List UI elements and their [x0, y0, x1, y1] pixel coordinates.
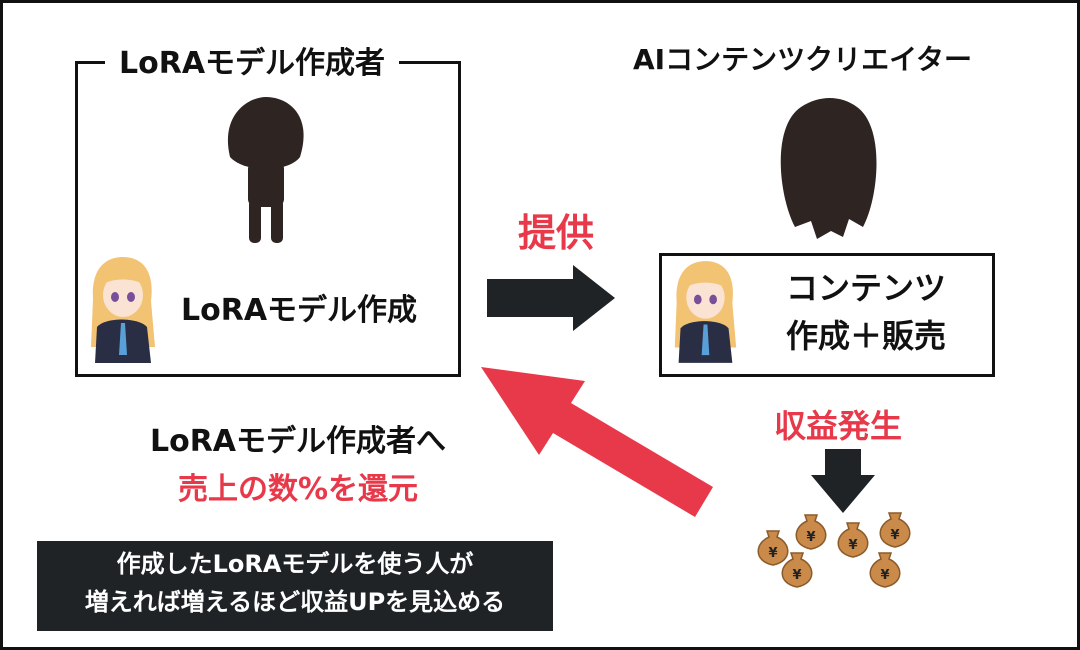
svg-text:¥: ¥: [768, 546, 777, 561]
note-box: 作成したLoRAモデルを使う人が 増えれば増えるほど収益UPを見込める: [37, 541, 553, 631]
provide-arrow-icon: [487, 265, 617, 331]
svg-text:¥: ¥: [848, 538, 857, 553]
return-text-line-1: LoRAモデル作成者へ: [133, 421, 463, 463]
anime-character-avatar-right: [669, 259, 741, 363]
note-line-1: 作成したLoRAモデルを使う人が: [51, 545, 539, 583]
content-line-2: 作成＋販売: [753, 315, 979, 357]
down-arrow-icon: [811, 449, 875, 515]
creator-title: LoRAモデル作成者: [105, 45, 399, 83]
svg-text:¥: ¥: [880, 568, 889, 583]
return-text-line-2: 売上の数%を還元: [133, 469, 463, 511]
revenue-label: 収益発生: [753, 405, 923, 447]
svg-text:¥: ¥: [792, 568, 801, 583]
content-creator-title: AIコンテンツクリエイター: [633, 41, 972, 79]
anime-character-avatar-left: [85, 255, 160, 363]
money-bags-icon: ¥ ¥ ¥ ¥ ¥ ¥: [751, 509, 931, 605]
note-line-2: 増えれば増えるほど収益UPを見込める: [51, 583, 539, 621]
content-line-1: コンテンツ: [753, 267, 979, 309]
content-creator-silhouette-icon: [771, 97, 887, 242]
creator-action-label: LoRAモデル作成: [181, 291, 417, 331]
provide-label: 提供: [501, 209, 611, 257]
svg-text:¥: ¥: [806, 530, 815, 545]
svg-text:¥: ¥: [890, 528, 899, 543]
return-arrow-icon: [473, 363, 723, 528]
creator-silhouette-icon: [218, 95, 313, 245]
